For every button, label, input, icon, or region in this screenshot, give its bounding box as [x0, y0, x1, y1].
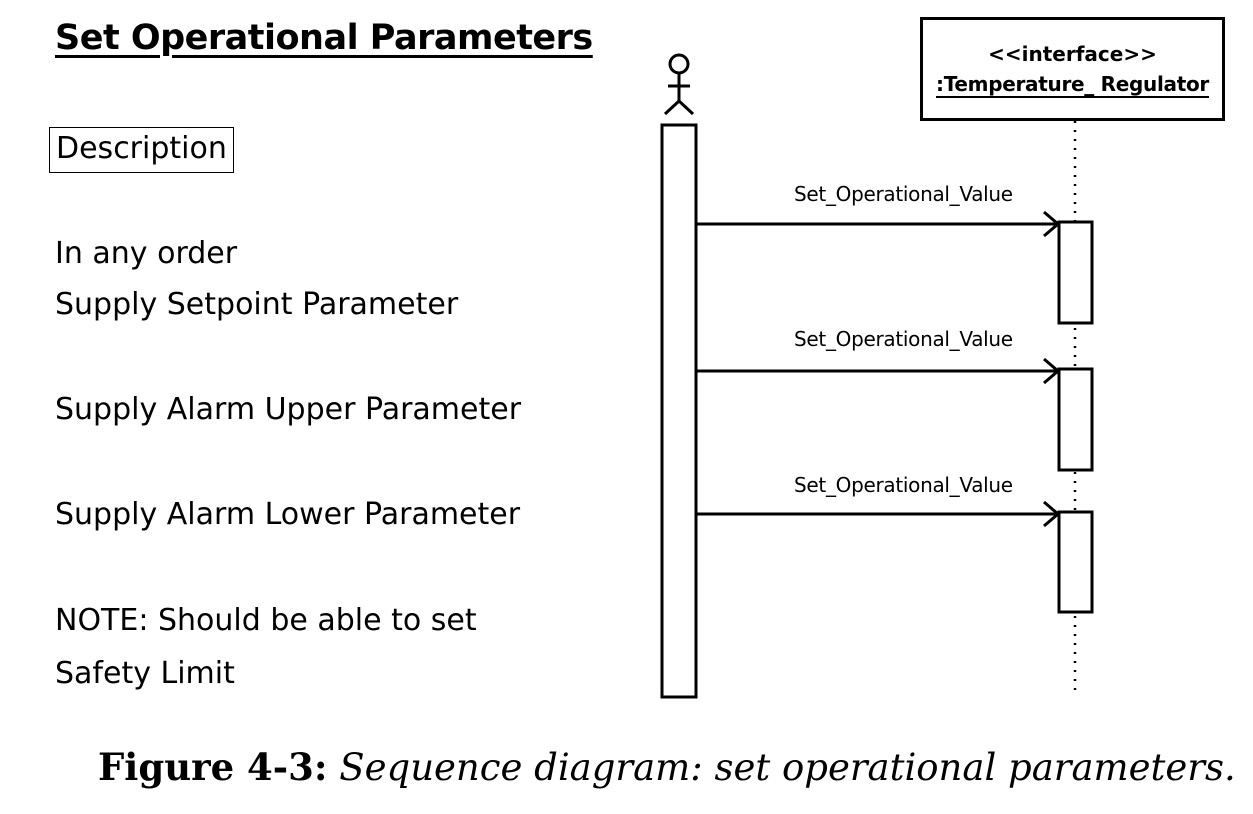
actor-icon	[663, 53, 695, 116]
interface-name: :Temperature_ Regulator	[936, 72, 1209, 96]
figure-number: Figure 4-3:	[98, 745, 328, 789]
figure-caption-text: Sequence diagram: set operational parame…	[339, 746, 1236, 789]
message-label: Set_Operational_Value	[794, 327, 1013, 351]
interface-activation-bar	[1057, 220, 1094, 325]
message-label: Set_Operational_Value	[794, 182, 1013, 206]
description-label: Description	[49, 127, 234, 173]
figure-caption: Figure 4-3: Sequence diagram: set operat…	[98, 745, 1236, 789]
text-line: NOTE: Should be able to set	[55, 603, 477, 638]
text-line: Supply Alarm Upper Parameter	[55, 392, 522, 427]
text-line: Supply Alarm Lower Parameter	[55, 497, 521, 532]
text-line: Supply Setpoint Parameter	[55, 287, 459, 322]
actor-activation-bar	[660, 123, 698, 699]
diagram-title: Set Operational Parameters	[55, 18, 593, 58]
interface-lifeline-header: <<interface>> :Temperature_ Regulator	[920, 17, 1225, 121]
interface-activation-bar	[1057, 510, 1094, 614]
text-line: Safety Limit	[55, 656, 235, 691]
interface-activation-bar	[1057, 367, 1094, 472]
text-line: In any order	[55, 236, 238, 271]
message-label: Set_Operational_Value	[794, 473, 1013, 497]
interface-stereotype: <<interface>>	[988, 42, 1157, 66]
